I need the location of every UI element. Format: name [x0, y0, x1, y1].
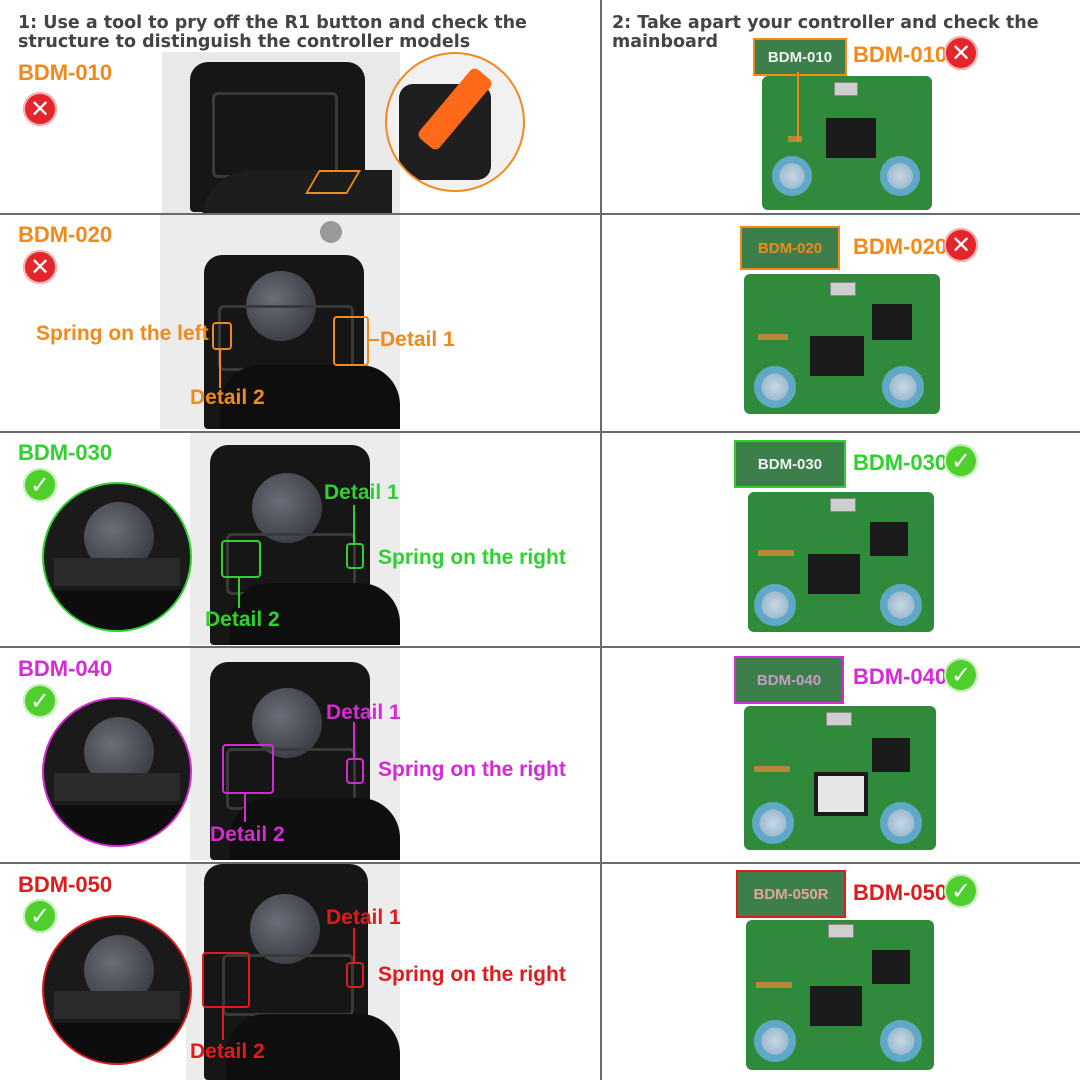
cross-icon: ✕: [23, 92, 57, 126]
detail2-pointer: [222, 1006, 224, 1040]
spring-position-label: Spring on the right: [378, 758, 566, 781]
r1-structure-photo: [190, 648, 400, 860]
detail2-pointer: [244, 792, 246, 822]
detail1-pointer: [353, 722, 355, 758]
detail2-pointer: [219, 348, 221, 388]
detail1-highlight: [346, 962, 364, 988]
spring-position-label: Spring on the left: [36, 322, 209, 345]
detail2-highlight: [202, 952, 250, 1008]
r1-closeup: [42, 482, 192, 632]
mainboard-photo: [744, 274, 940, 414]
r1-closeup: [42, 697, 192, 847]
model-label: BDM-050: [18, 872, 113, 897]
board-model-label: BDM-040: [853, 664, 948, 689]
model-label: BDM-030: [18, 440, 113, 465]
row-divider: [0, 646, 1080, 648]
check-icon: ✓: [944, 444, 978, 478]
detail1-label: Detail 1: [380, 328, 455, 351]
row-divider: [0, 431, 1080, 433]
detail1-label: Detail 1: [326, 701, 401, 724]
detail2-label: Detail 2: [190, 386, 265, 409]
pry-tool-closeup: [385, 52, 525, 192]
detail1-label: Detail 1: [326, 906, 401, 929]
mainboard-photo: [744, 706, 936, 850]
r1-pry-photo: [162, 52, 400, 213]
model-label: BDM-040: [18, 656, 113, 681]
board-model-label: BDM-010: [853, 42, 948, 67]
detail2-highlight: [221, 540, 261, 578]
spring-position-label: Spring on the right: [378, 963, 566, 986]
check-icon: ✓: [23, 468, 57, 502]
detail2-label: Detail 2: [210, 823, 285, 846]
check-icon: ✓: [23, 899, 57, 933]
step1-heading: 1: Use a tool to pry off the R1 button a…: [18, 13, 527, 52]
step2-heading: 2: Take apart your controller and check …: [612, 13, 1039, 52]
row-divider: [0, 213, 1080, 215]
cross-icon: ✕: [944, 228, 978, 262]
board-id-tag: BDM-050R: [736, 870, 846, 918]
cross-icon: ✕: [944, 36, 978, 70]
detail2-label: Detail 2: [205, 608, 280, 631]
detail1-label: Detail 1: [324, 481, 399, 504]
mainboard-photo: [762, 76, 932, 210]
detail1-highlight: [333, 316, 369, 366]
tag-pointer: [797, 72, 799, 142]
r1-structure-photo: [186, 864, 400, 1080]
board-model-label: BDM-030: [853, 450, 948, 475]
check-icon: ✓: [944, 874, 978, 908]
detail1-pointer: [353, 505, 355, 543]
detail2-label: Detail 2: [190, 1040, 265, 1063]
detail1-pointer: [353, 928, 355, 962]
spring-highlight: [212, 322, 232, 350]
model-label: BDM-020: [18, 222, 113, 247]
cross-icon: ✕: [23, 250, 57, 284]
check-icon: ✓: [944, 658, 978, 692]
model-label: BDM-010: [18, 60, 113, 85]
mainboard-photo: [746, 920, 934, 1070]
detail1-pointer: [367, 339, 379, 341]
spring-position-label: Spring on the right: [378, 546, 566, 569]
mainboard-photo: [748, 492, 934, 632]
detail2-pointer: [238, 576, 240, 608]
board-model-label: BDM-050: [853, 880, 948, 905]
board-model-label: BDM-020: [853, 234, 948, 259]
board-id-tag: BDM-040: [734, 656, 844, 704]
board-id-tag: BDM-010: [753, 38, 847, 76]
column-divider: [600, 0, 602, 1080]
check-icon: ✓: [23, 684, 57, 718]
detail1-highlight: [346, 758, 364, 784]
board-id-tag: BDM-030: [734, 440, 846, 488]
r1-closeup: [42, 915, 192, 1065]
r1-structure-photo: [190, 433, 400, 645]
detail2-highlight: [222, 744, 274, 794]
detail1-highlight: [346, 543, 364, 569]
row-divider: [0, 862, 1080, 864]
board-id-tag: BDM-020: [740, 226, 840, 270]
